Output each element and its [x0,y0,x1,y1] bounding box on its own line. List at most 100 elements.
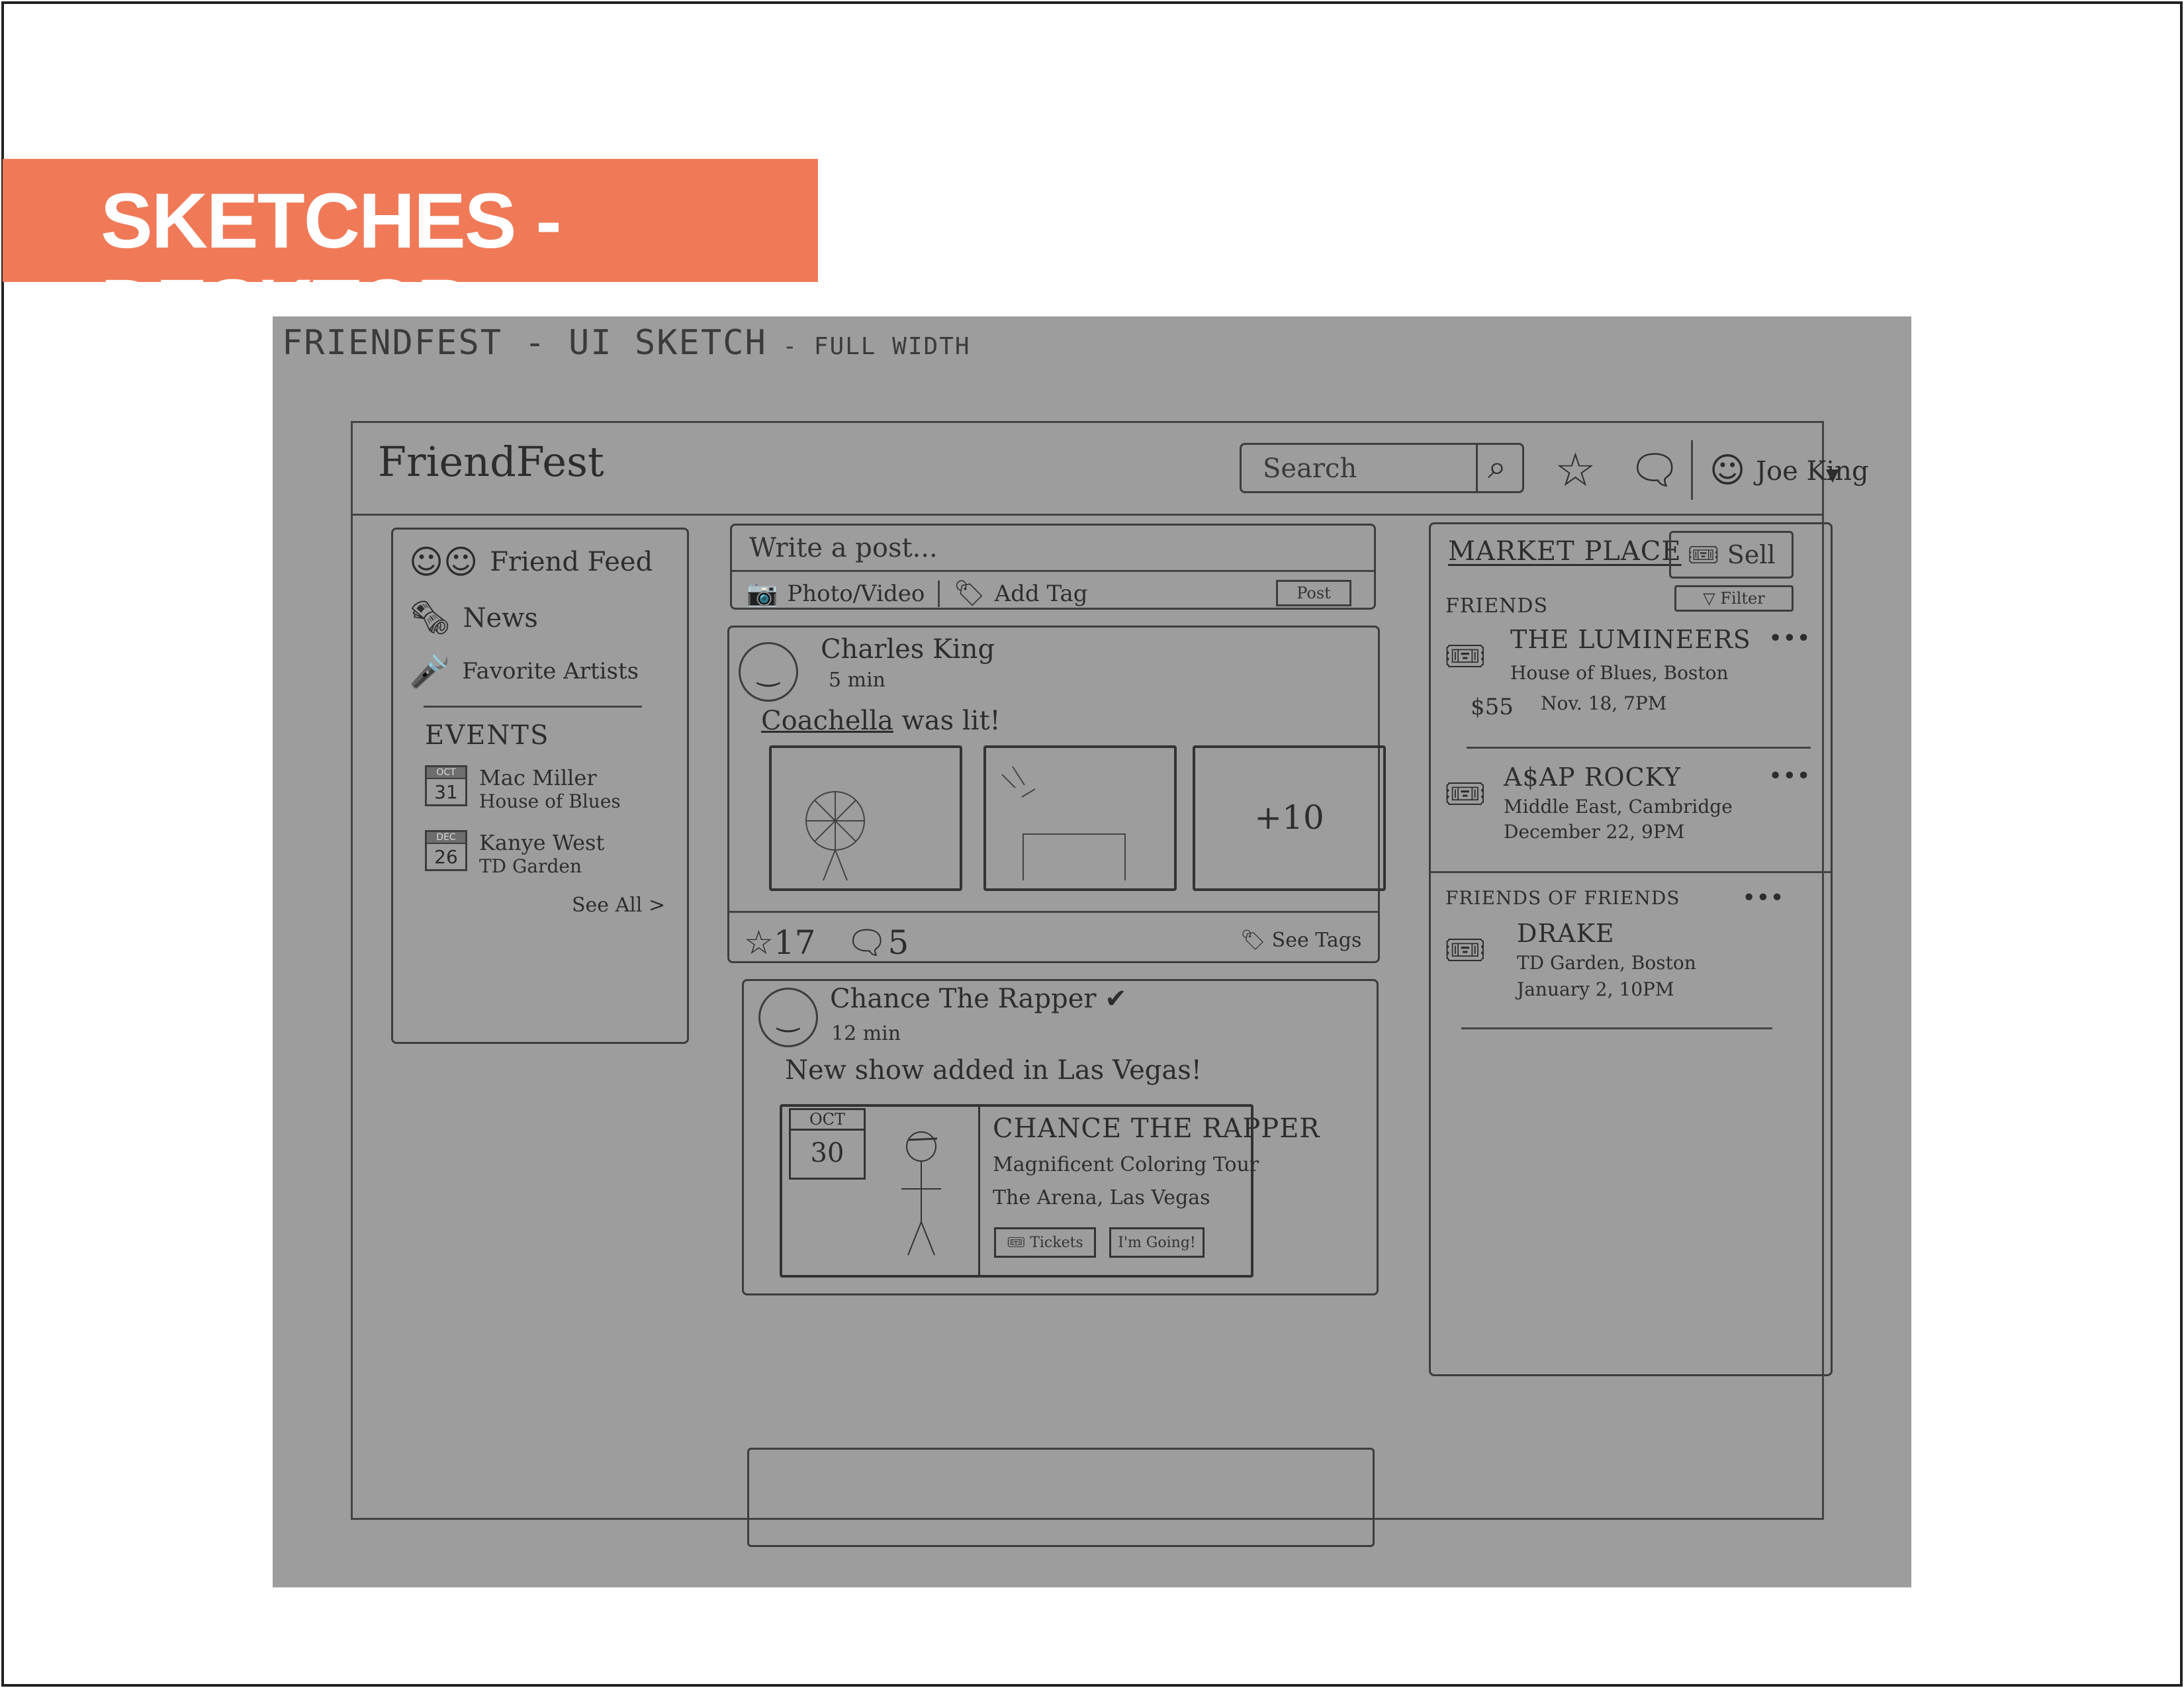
event-tour: Magnificent Coloring Tour [993,1153,1259,1176]
event-title: CHANCE THE RAPPER [993,1113,1320,1144]
event-month: OCT [427,767,465,779]
calendar-icon: OCT 31 [425,765,467,806]
nav-divider [1691,440,1693,500]
microphone-icon: 🎤 [409,651,451,690]
calendar-icon: OCT 30 [789,1108,866,1180]
post-link[interactable]: Coachella [761,706,893,736]
event-venue: House of Blues [479,790,621,812]
see-tags-button[interactable]: 🏷 See Tags [1240,929,1361,952]
sidebar-item-friend-feed[interactable]: ☺☺ Friend Feed [409,543,653,581]
tickets-button[interactable]: 🎟 Tickets [994,1227,1096,1258]
im-going-button[interactable]: I'm Going! [1109,1227,1205,1258]
feed-post-partial [747,1448,1375,1547]
listing-date: December 22, 9PM [1504,821,1685,843]
post-input[interactable] [732,526,1374,572]
sidebar-item-label: News [463,602,538,633]
listing-artist: A$AP ROCKY [1504,763,1682,792]
post-author[interactable]: Charles King [821,634,995,665]
see-all-events-link[interactable]: See All > [572,894,666,917]
user-name[interactable]: Joe King [1756,456,1869,487]
feed-post: ‿ Charles King 5 min Coachella was lit! [727,626,1386,965]
post-time: 5 min [829,669,886,692]
left-sidebar: ☺☺ Friend Feed 🗞 News 🎤 Favorite Artists… [391,528,689,1044]
user-avatar-icon[interactable]: ☺ [1709,451,1746,491]
avatar[interactable]: ‿ [758,988,818,1047]
event-card[interactable]: OCT 30 CHANCE THE RAPPER Magnificent Col… [780,1104,1320,1278]
post-text-rest: was lit! [893,706,1001,736]
filter-button[interactable]: ▽ Filter [1674,585,1794,612]
photo-video-button[interactable]: Photo/Video [787,580,925,607]
more-icon[interactable]: ••• [1742,884,1784,912]
sketch-photo: FRIENDFEST - UI SKETCH - FULL WIDTH Frie… [273,316,1911,1587]
post-text: Coachella was lit! [761,706,1001,736]
listing-venue: TD Garden, Boston [1517,952,1696,974]
search-bar: ⌕ [1240,443,1524,493]
marketplace-listing[interactable]: 🎟 THE LUMINEERS House of Blues, Boston N… [1444,625,1815,731]
listing-price: $55 [1471,694,1514,720]
ticket-icon: 🎟 [1007,1234,1026,1251]
avatar[interactable]: ‿ [739,642,798,702]
tool-divider [938,580,940,607]
sell-button[interactable]: 🎟 Sell [1669,531,1794,579]
marketplace-listing[interactable]: 🎟 A$AP ROCKY Middle East, Cambridge Dece… [1444,763,1815,855]
marketplace-panel: MARKET PLACE 🎟 Sell ▽ Filter FRIENDS 🎟 T… [1429,522,1833,1376]
event-month: DEC [427,832,465,844]
sidebar-event[interactable]: OCT 31 Mac Miller House of Blues [425,765,621,812]
listing-venue: House of Blues, Boston [1510,662,1729,684]
marketplace-title: MARKET PLACE [1448,536,1682,567]
chevron-down-icon[interactable]: ▼ [1826,465,1839,485]
post-button[interactable]: Post [1276,580,1351,606]
stage-sketch [1001,766,1126,880]
tag-icon: 🏷 [1240,929,1266,952]
filter-icon: ▽ [1703,589,1715,608]
comment-icon: 🗨 [846,923,888,962]
photo-thumbnail[interactable] [769,745,962,891]
top-nav: FriendFest ⌕ ☆ 🗨 ☺ Joe King ▼ [353,423,1869,516]
add-tag-button[interactable]: Add Tag [994,580,1088,607]
more-photos-thumbnail[interactable]: +10 [1193,745,1386,891]
like-button[interactable]: ☆17 [744,923,815,962]
listing-artist: DRAKE [1517,919,1615,948]
star-icon: ☆ [744,923,774,962]
friends-of-friends-title: FRIENDS OF FRIENDS [1445,887,1680,909]
post-author[interactable]: Chance The Rapper ✔ [830,984,1127,1014]
more-icon[interactable]: ••• [1768,625,1811,652]
tag-icon[interactable]: 🏷 [953,579,985,608]
listing-date: Nov. 18, 7PM [1541,692,1667,714]
post-actions: ☆17 🗨5 🏷 See Tags [729,911,1378,965]
search-icon[interactable]: ⌕ [1488,447,1506,486]
more-icon[interactable]: ••• [1768,763,1811,790]
post-text: New show added in Las Vegas! [785,1055,1202,1086]
event-day: 26 [434,846,458,868]
verified-badge-icon: ✔ [1096,984,1127,1014]
composer-tools: 📷 Photo/Video 🏷 Add Tag [747,579,1088,608]
sidebar-event[interactable]: DEC 26 Kanye West TD Garden [425,830,604,877]
search-input[interactable] [1244,447,1469,490]
tickets-label: Tickets [1030,1234,1083,1251]
sidebar-item-label: Friend Feed [490,547,653,577]
marketplace-listing[interactable]: 🎟 DRAKE TD Garden, Boston January 2, 10P… [1444,919,1815,1018]
star-icon[interactable]: ☆ [1555,443,1596,497]
sidebar-item-news[interactable]: 🗞 News [409,598,538,637]
comment-button[interactable]: 🗨5 [846,923,909,962]
like-count: 17 [773,923,816,962]
event-venue: The Arena, Las Vegas [993,1186,1210,1209]
events-heading: EVENTS [425,720,550,751]
people-icon: ☺☺ [409,543,478,581]
comment-count: 5 [887,923,909,962]
photo-thumbnail[interactable] [983,745,1177,891]
feed-post: ‿ Chance The Rapper ✔ 12 min New show ad… [742,979,1379,1295]
section-divider [1431,871,1831,873]
event-name: Mac Miller [479,765,597,790]
camera-icon[interactable]: 📷 [747,579,778,608]
post-composer: 📷 Photo/Video 🏷 Add Tag Post [730,524,1376,610]
sidebar-item-favorite-artists[interactable]: 🎤 Favorite Artists [409,651,639,690]
calendar-icon: DEC 26 [425,830,467,871]
sketch-heading-sub: - FULL WIDTH [766,333,971,360]
sketch-heading: FRIENDFEST - UI SKETCH - FULL WIDTH [282,323,971,363]
ferris-wheel-sketch [805,791,865,881]
chat-icon[interactable]: 🗨 [1629,445,1681,494]
app-logo[interactable]: FriendFest [378,438,604,486]
post-author-name: Chance The Rapper [830,984,1097,1014]
sidebar-item-label: Favorite Artists [462,657,639,684]
